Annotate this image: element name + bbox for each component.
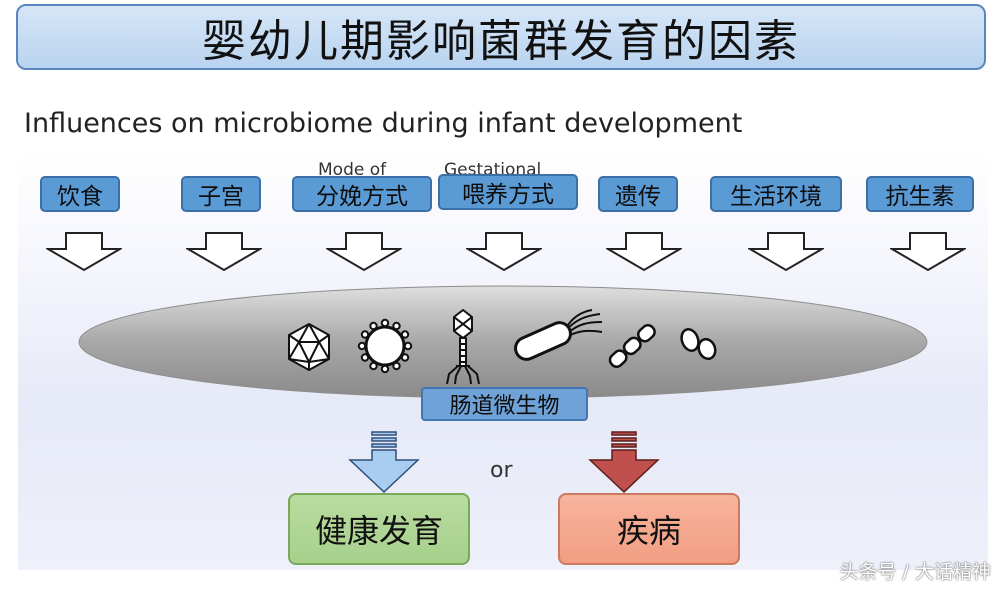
outcome-healthy-development: 健康发育 (288, 493, 470, 565)
factor-delivery: 分娩方式 (292, 176, 432, 212)
bacteriophage-icon (446, 309, 480, 385)
virus-icon (288, 323, 330, 371)
factor-genetics: 遗传 (598, 176, 678, 212)
disease-arrow-icon (588, 431, 660, 494)
factor-diet: 饮食 (40, 176, 120, 212)
down-arrow-icon (46, 232, 122, 272)
factor-antibiotics: 抗生素 (866, 176, 974, 212)
or-connector: or (490, 458, 513, 483)
down-arrow-icon (606, 232, 682, 272)
down-arrow-icon (326, 232, 402, 272)
outcome-disease: 疾病 (558, 493, 740, 565)
down-arrow-icon (186, 232, 262, 272)
down-arrow-icon (466, 232, 542, 272)
flagellated-bacterium-icon (514, 309, 603, 361)
ghost-label-mode-of: Mode of (318, 160, 387, 180)
factor-feeding: 喂养方式 (438, 174, 578, 210)
down-arrow-icon (748, 232, 824, 272)
coccus-pair-icon (680, 328, 717, 361)
subtitle: Influences on microbiome during infant d… (24, 108, 743, 139)
chain-bacterium-icon (608, 323, 656, 368)
factor-environment: 生活环境 (710, 176, 842, 212)
enveloped-virus-icon (357, 318, 413, 374)
factor-womb: 子宫 (181, 176, 261, 212)
watermark: 头条号 / 大话精神 (839, 561, 991, 583)
healthy-arrow-icon (348, 431, 420, 494)
page-title: 婴幼儿期影响菌群发育的因素 (16, 4, 986, 70)
microbiome-ellipse (78, 285, 928, 399)
gut-microbiome-label: 肠道微生物 (421, 387, 588, 421)
down-arrow-icon (890, 232, 966, 272)
